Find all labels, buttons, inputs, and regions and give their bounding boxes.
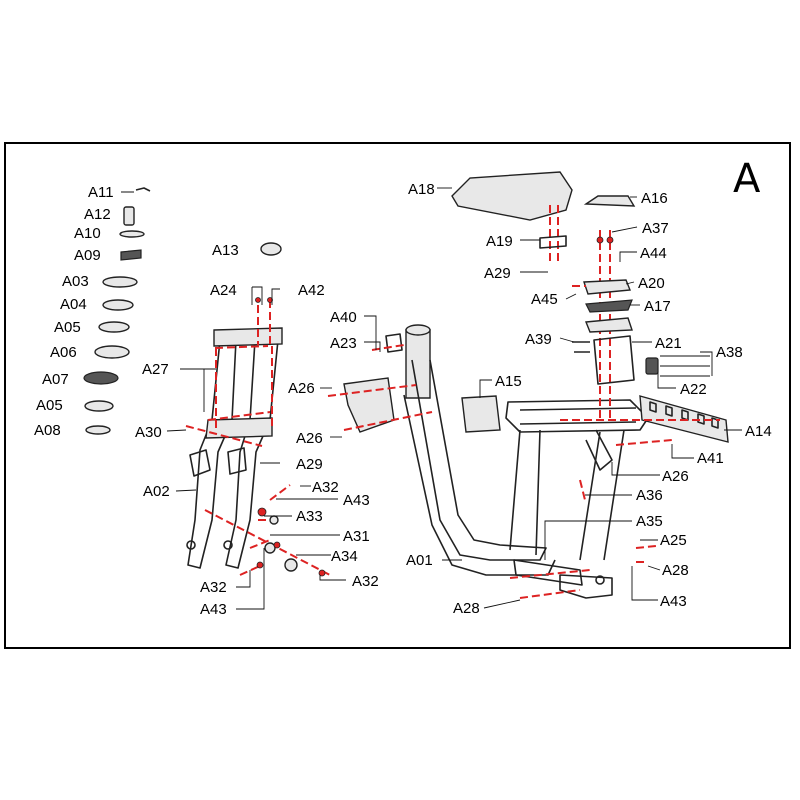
diagram-border bbox=[4, 142, 791, 649]
label-a24: A24 bbox=[210, 282, 237, 299]
label-a08: A08 bbox=[34, 422, 61, 439]
seat bbox=[451, 171, 573, 221]
label-a10: A10 bbox=[74, 225, 101, 242]
label-a16: A16 bbox=[641, 190, 668, 207]
label-a26-top: A26 bbox=[288, 380, 315, 397]
label-a27: A27 bbox=[142, 361, 169, 378]
label-a39: A39 bbox=[525, 331, 552, 348]
label-a04: A04 bbox=[60, 296, 87, 313]
label-a06: A06 bbox=[50, 344, 77, 361]
label-a33: A33 bbox=[296, 508, 323, 525]
label-a28-right: A28 bbox=[662, 562, 689, 579]
label-a29-seat: A29 bbox=[484, 265, 511, 282]
label-a38: A38 bbox=[716, 344, 743, 361]
label-a31: A31 bbox=[343, 528, 370, 545]
label-a03: A03 bbox=[62, 273, 89, 290]
label-a09: A09 bbox=[74, 247, 101, 264]
leader-lines bbox=[120, 187, 742, 610]
label-a34: A34 bbox=[331, 548, 358, 565]
label-a25: A25 bbox=[660, 532, 687, 549]
label-a35: A35 bbox=[636, 513, 663, 530]
label-a40: A40 bbox=[330, 309, 357, 326]
label-a05-bottom: A05 bbox=[36, 397, 63, 414]
label-a13: A13 bbox=[212, 242, 239, 259]
label-a32-right: A32 bbox=[352, 573, 379, 590]
label-a14: A14 bbox=[745, 423, 772, 440]
label-a22: A22 bbox=[680, 381, 707, 398]
label-a07: A07 bbox=[42, 371, 69, 388]
label-a45: A45 bbox=[531, 291, 558, 308]
part-labels: A11 A12 A10 A09 A03 A04 A05 A06 A07 A05 … bbox=[34, 181, 772, 618]
battery-box bbox=[461, 395, 501, 433]
section-letter: A bbox=[733, 156, 761, 202]
label-a18: A18 bbox=[408, 181, 435, 198]
label-a12: A12 bbox=[84, 206, 111, 223]
label-a21: A21 bbox=[655, 335, 682, 352]
label-a23: A23 bbox=[330, 335, 357, 352]
label-a41: A41 bbox=[697, 450, 724, 467]
label-a11: A11 bbox=[88, 184, 114, 201]
label-a17: A17 bbox=[644, 298, 671, 315]
label-a30: A30 bbox=[135, 424, 162, 441]
ring-part bbox=[260, 242, 282, 256]
label-a05-top: A05 bbox=[54, 319, 81, 336]
seat-post-stack bbox=[539, 205, 710, 420]
label-a15: A15 bbox=[495, 373, 522, 390]
label-a37: A37 bbox=[642, 220, 669, 237]
headset-parts bbox=[83, 187, 151, 435]
side-bracket bbox=[385, 333, 403, 353]
label-a44: A44 bbox=[640, 245, 667, 262]
fork-hardware bbox=[239, 484, 326, 577]
label-a43-fork-top: A43 bbox=[343, 492, 370, 509]
main-frame bbox=[403, 324, 649, 599]
label-a20: A20 bbox=[638, 275, 665, 292]
label-a01: A01 bbox=[406, 552, 433, 569]
label-a28-left: A28 bbox=[453, 600, 480, 617]
label-a02: A02 bbox=[143, 483, 170, 500]
label-a26-left: A26 bbox=[296, 430, 323, 447]
label-a36: A36 bbox=[636, 487, 663, 504]
label-a29-fork: A29 bbox=[296, 456, 323, 473]
label-a43-fork-bottom: A43 bbox=[200, 601, 227, 618]
label-a19: A19 bbox=[486, 233, 513, 250]
front-fork bbox=[186, 327, 283, 569]
label-a26-right: A26 bbox=[662, 468, 689, 485]
label-a43-frame: A43 bbox=[660, 593, 687, 610]
label-a32-left: A32 bbox=[200, 579, 227, 596]
label-a32-top: A32 bbox=[312, 479, 339, 496]
label-a42: A42 bbox=[298, 282, 325, 299]
rear-light bbox=[583, 195, 636, 207]
